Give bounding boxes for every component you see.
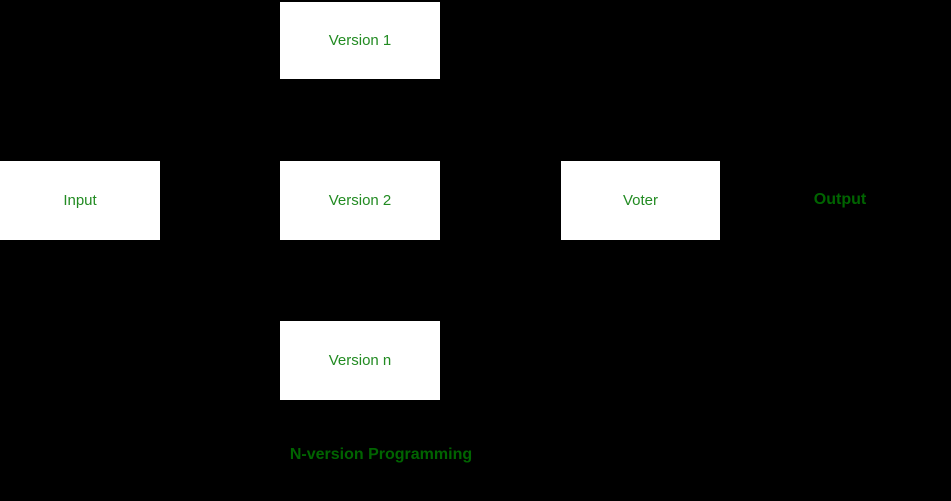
- node-version-n-label: Version n: [328, 352, 392, 369]
- node-input: Input: [0, 161, 160, 240]
- node-input-label: Input: [63, 192, 97, 209]
- node-version-1: Version 1: [280, 2, 440, 79]
- node-version-2-label: Version 2: [328, 192, 392, 209]
- diagram-caption: N-version Programming: [289, 446, 473, 463]
- node-voter: Voter: [561, 161, 720, 240]
- node-version-1-label: Version 1: [328, 32, 392, 49]
- node-version-n: Version n: [280, 321, 440, 400]
- node-voter-label: Voter: [622, 192, 659, 209]
- output-label: Output: [813, 191, 867, 208]
- node-version-2: Version 2: [280, 161, 440, 240]
